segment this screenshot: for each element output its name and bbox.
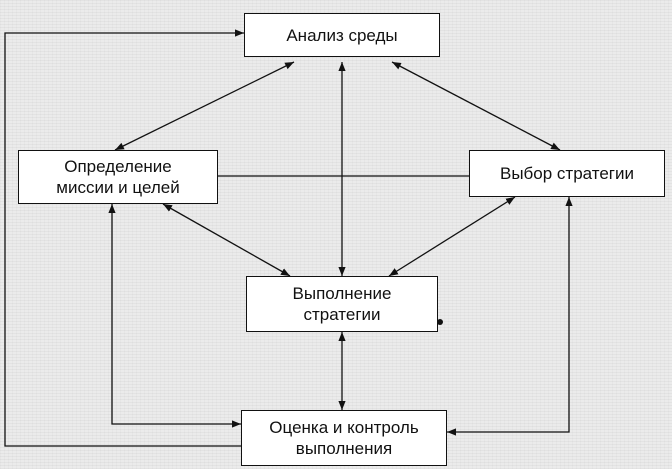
node-evaluation-control: Оценка и контроль выполнения — [241, 410, 447, 466]
node-label: Выбор стратегии — [500, 164, 634, 183]
link-feedback-loop — [4, 29, 244, 447]
link-control-strategy — [447, 197, 573, 436]
node-strategy-choice: Выбор стратегии — [469, 150, 665, 197]
link-mission-execution — [162, 203, 291, 277]
node-label: Выполнение стратегии — [292, 284, 392, 324]
link-strategy-execution — [388, 196, 516, 277]
node-mission-definition: Определение миссии и целей — [18, 150, 218, 204]
ink-dot — [437, 319, 443, 325]
link-mission-control — [108, 204, 241, 428]
node-strategy-execution: Выполнение стратегии — [246, 276, 438, 332]
node-label: Определение миссии и целей — [56, 157, 180, 197]
link-analysis-strategy — [391, 61, 561, 151]
node-environment-analysis: Анализ среды — [244, 13, 440, 57]
node-label: Анализ среды — [286, 25, 398, 45]
node-label: Оценка и контроль выполнения — [269, 418, 419, 458]
link-mission-analysis — [114, 61, 295, 151]
